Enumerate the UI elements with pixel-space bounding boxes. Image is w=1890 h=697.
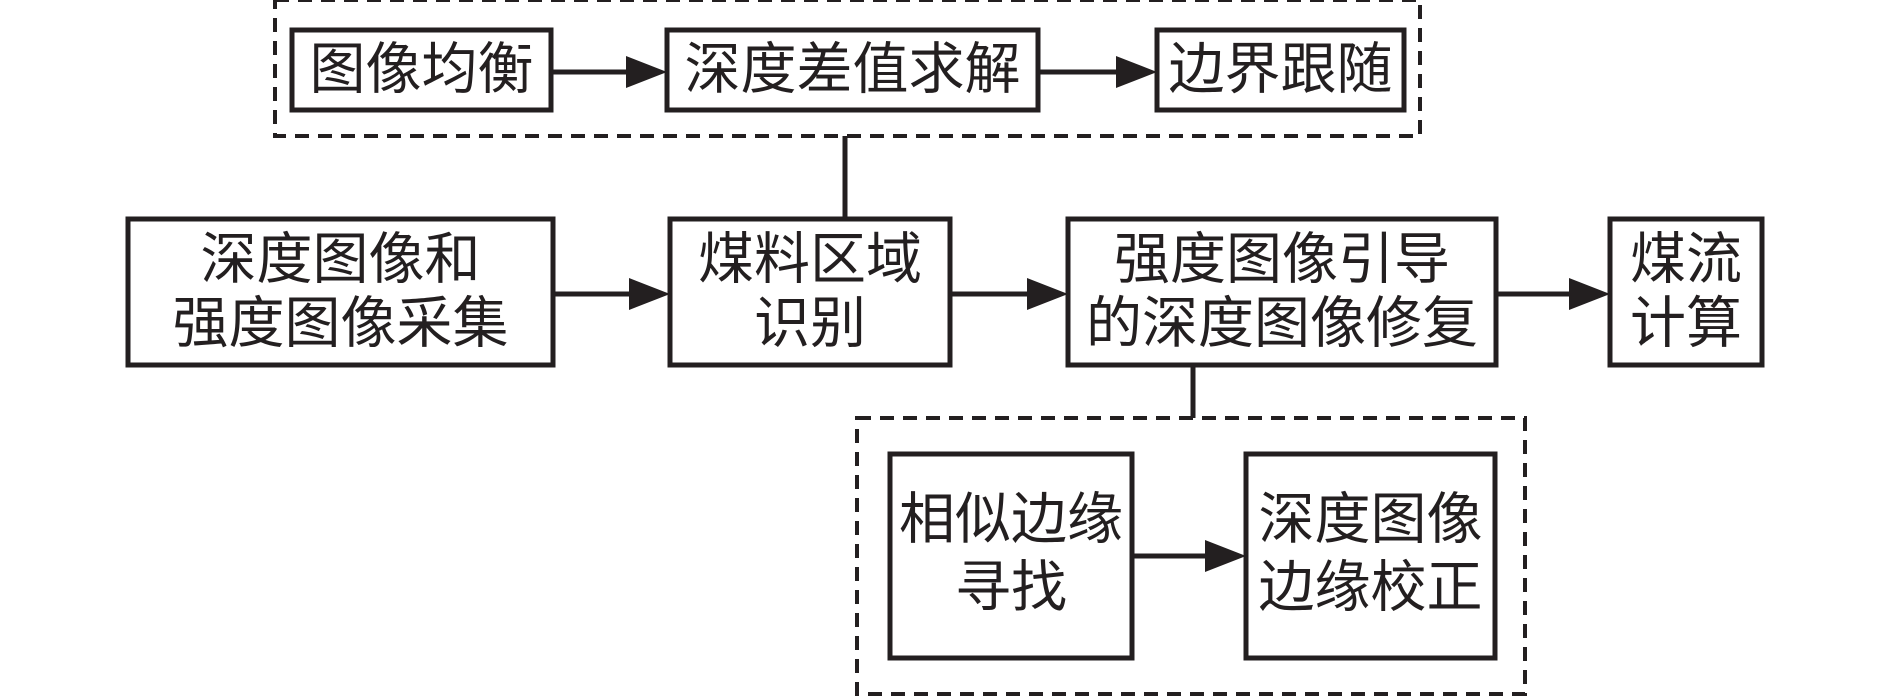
arrow-balance-to-diff bbox=[551, 56, 667, 88]
box-edge-correct-line2: 边缘校正 bbox=[1259, 556, 1483, 621]
box-acquisition: 深度图像和 强度图像采集 bbox=[125, 216, 556, 368]
box-coal-region: 煤料区域 识别 bbox=[667, 216, 953, 368]
box-acquisition-line2: 强度图像采集 bbox=[173, 292, 509, 357]
box-edge-correct-line1: 深度图像 bbox=[1259, 488, 1483, 553]
arrow-similar-to-correct bbox=[1132, 540, 1246, 572]
box-coal-region-line1: 煤料区域 bbox=[698, 228, 922, 293]
box-edge-follow-label: 边界跟随 bbox=[1169, 38, 1393, 103]
box-edge-correct: 深度图像 边缘校正 bbox=[1243, 451, 1498, 661]
box-coal-flow: 煤流 计算 bbox=[1607, 216, 1765, 368]
box-coal-flow-line1: 煤流 bbox=[1630, 228, 1742, 293]
box-acquisition-line1: 深度图像和 bbox=[201, 228, 481, 293]
box-coal-flow-line2: 计算 bbox=[1630, 292, 1742, 357]
arrow-region-to-repair bbox=[950, 278, 1068, 310]
box-guided-repair-line2: 的深度图像修复 bbox=[1086, 292, 1478, 357]
arrow-acquisition-to-region bbox=[553, 278, 670, 310]
box-depth-diff-solve-label: 深度差值求解 bbox=[685, 38, 1021, 103]
box-depth-diff-solve: 深度差值求解 bbox=[664, 27, 1041, 113]
arrow-diff-to-follow bbox=[1038, 56, 1157, 88]
arrow-repair-to-flow bbox=[1496, 278, 1610, 310]
box-guided-repair: 强度图像引导 的深度图像修复 bbox=[1065, 216, 1499, 368]
box-coal-region-line2: 识别 bbox=[754, 292, 866, 357]
box-edge-follow: 边界跟随 bbox=[1154, 27, 1407, 113]
box-similar-edge-line1: 相似边缘 bbox=[899, 488, 1123, 553]
box-image-balance: 图像均衡 bbox=[289, 27, 554, 113]
box-guided-repair-line1: 强度图像引导 bbox=[1114, 228, 1450, 293]
box-image-balance-label: 图像均衡 bbox=[310, 38, 534, 103]
box-similar-edge-line2: 寻找 bbox=[955, 556, 1067, 621]
box-similar-edge: 相似边缘 寻找 bbox=[887, 451, 1135, 661]
